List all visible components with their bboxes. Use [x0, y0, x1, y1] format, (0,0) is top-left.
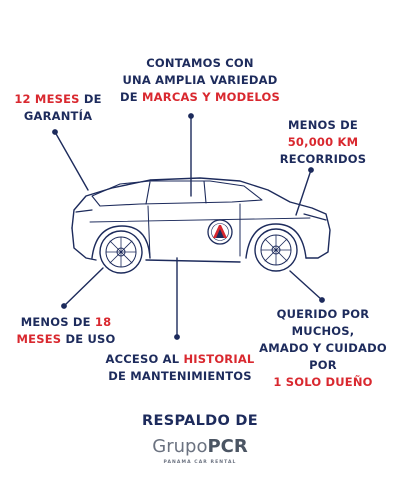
brand-logo-bold: PCR — [207, 436, 248, 457]
car-sill — [145, 259, 241, 263]
connector-dot-bottom-center — [174, 334, 180, 340]
car-headlight — [303, 213, 327, 221]
car-rear-arch — [91, 225, 151, 259]
callout-history: ACCESO AL HISTORIAL DE MANTENIMIENTOS — [90, 351, 270, 385]
callout-usage-line1-pre: MENOS DE — [20, 315, 95, 329]
callout-owner-line1: QUERIDO POR MUCHOS, — [276, 307, 370, 338]
car-front-wheel — [254, 228, 298, 272]
callout-usage-highlight-number: 18 — [94, 315, 112, 329]
callout-history-line1: ACCESO AL HISTORIAL — [90, 351, 270, 368]
car-door-line-1 — [147, 205, 151, 259]
callout-warranty-highlight: 12 MESES — [14, 92, 80, 106]
callout-warranty: 12 MESES DE GARANTÍA — [8, 91, 108, 125]
callout-mileage-highlight: 50,000 KM — [287, 135, 359, 149]
car-window-pillar-2 — [203, 180, 207, 204]
brand-logo-light: Grupo — [152, 436, 208, 457]
connector-line-left-bottom — [63, 267, 104, 307]
callout-history-highlight: HISTORIAL — [183, 352, 255, 366]
pcr-door-emblem-icon — [207, 219, 233, 245]
callout-warranty-line1-post: DE — [79, 92, 102, 106]
car-body-upper — [71, 177, 331, 259]
car-window-pillar-1 — [145, 181, 151, 205]
callout-mileage: MENOS DE 50,000 KM RECORRIDOS — [268, 117, 378, 168]
callout-owner-line2: AMADO Y CUIDADO POR — [259, 341, 387, 372]
callout-owner: QUERIDO POR MUCHOS, AMADO Y CUIDADO POR … — [248, 306, 398, 391]
car-rear-bumper — [71, 227, 97, 261]
callout-variety-line2: UNA AMPLIA VARIEDAD — [122, 73, 278, 87]
callout-usage-line2-post: DE USO — [61, 332, 116, 346]
car-windows — [91, 180, 263, 207]
connector-line-right-bottom — [289, 270, 323, 301]
callout-history-line1-pre: ACCESO AL — [105, 352, 184, 366]
brand-tagline: PANAMA CAR RENTAL — [163, 460, 237, 465]
car-body-crease — [89, 217, 311, 223]
connector-dot-right-top — [308, 167, 314, 173]
callout-owner-highlight: 1 SOLO DUEÑO — [273, 375, 373, 389]
respaldo-heading: RESPALDO DE — [142, 413, 258, 429]
car-rear-wheel — [99, 230, 143, 274]
callout-variety-line1: CONTAMOS CON — [146, 56, 254, 70]
car-front-arch — [245, 223, 307, 259]
callout-variety-line3-pre: DE — [120, 90, 143, 104]
callout-usage-line2: MESES DE USO — [6, 331, 126, 348]
callout-warranty-line2: GARANTÍA — [23, 109, 93, 123]
connector-line-left-top — [54, 131, 89, 191]
callout-variety-line3: DE MARCAS Y MODELOS — [100, 89, 300, 106]
callout-variety-highlight: MARCAS Y MODELOS — [142, 90, 280, 104]
connector-dot-left-top — [52, 129, 58, 135]
connector-dot-right-bottom — [319, 297, 325, 303]
callout-warranty-line1: 12 MESES DE — [8, 91, 108, 108]
callout-variety: CONTAMOS CON UNA AMPLIA VARIEDAD DE MARC… — [100, 55, 300, 106]
connector-dot-left-bottom — [61, 303, 67, 309]
callout-usage: MENOS DE 18 MESES DE USO — [6, 314, 126, 348]
connector-line-right-top — [295, 169, 312, 216]
connector-dot-top — [188, 113, 194, 119]
callout-history-line2: DE MANTENIMIENTOS — [108, 369, 252, 383]
callout-usage-highlight-months: MESES — [16, 332, 62, 346]
brand-logo: GrupoPCR — [0, 436, 400, 457]
callout-usage-line1: MENOS DE 18 — [6, 314, 126, 331]
callout-mileage-line3: RECORRIDOS — [279, 152, 367, 166]
car-taillight — [75, 209, 93, 213]
callout-mileage-line1: MENOS DE — [288, 118, 358, 132]
